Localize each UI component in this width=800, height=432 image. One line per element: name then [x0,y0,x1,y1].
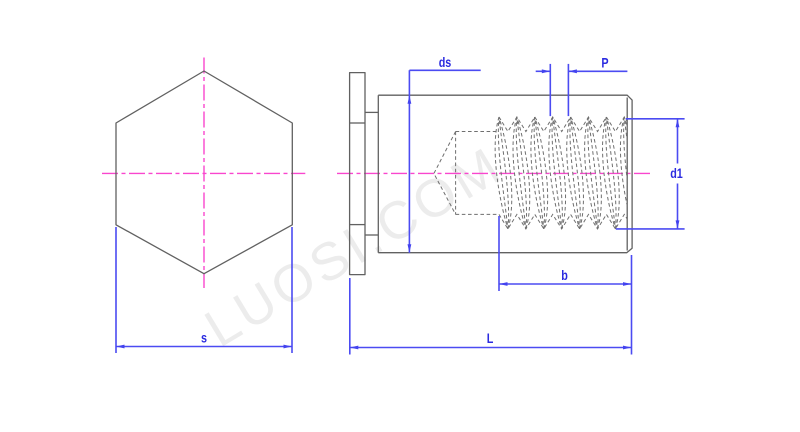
svg-text:P: P [601,55,608,70]
svg-text:s: s [201,330,207,345]
svg-text:b: b [561,268,568,283]
svg-text:ds: ds [439,55,452,70]
svg-text:LUOSI.COM: LUOSI.COM [195,135,513,358]
svg-text:L: L [487,331,494,346]
svg-text:d1: d1 [670,166,683,181]
